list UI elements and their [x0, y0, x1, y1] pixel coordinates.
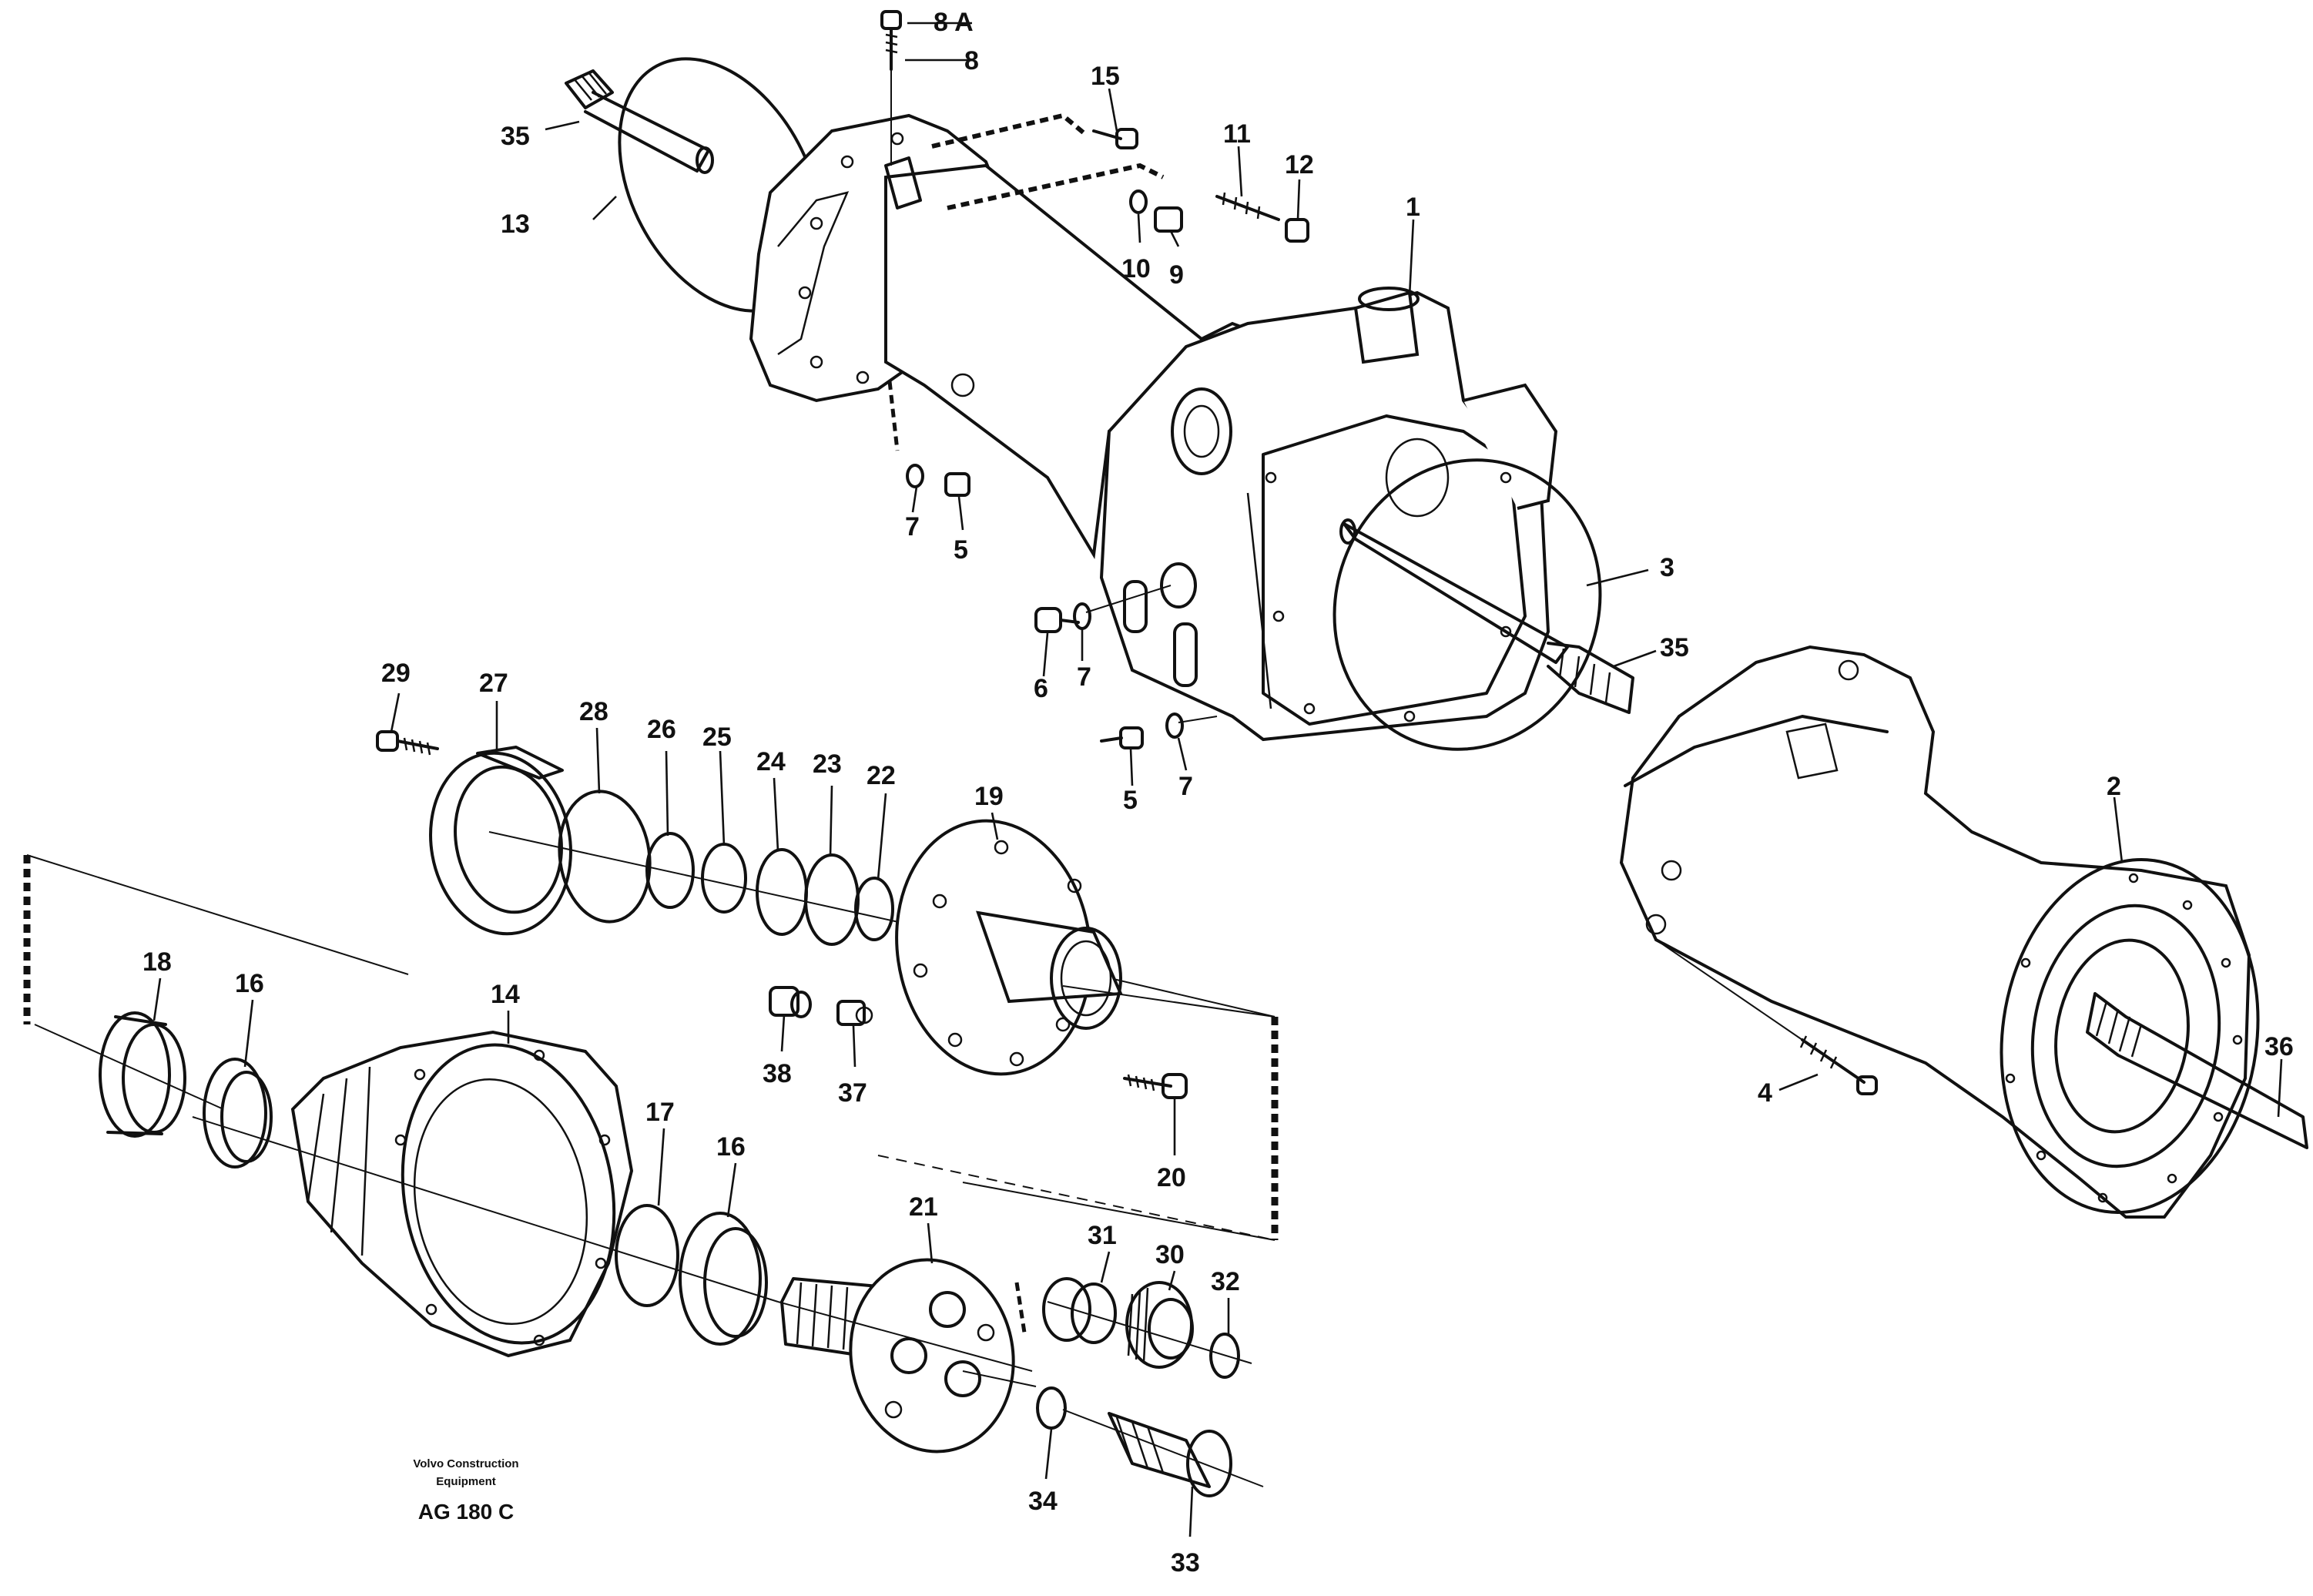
- o-ring-3: [1332, 458, 1602, 751]
- callout-16-left: 16: [235, 969, 264, 998]
- callout-8: 8: [964, 46, 979, 75]
- callout-7-mid: 7: [1077, 662, 1091, 692]
- ring-17: [615, 1204, 679, 1307]
- callout-1: 1: [1406, 193, 1420, 222]
- callout-35-upper: 35: [501, 122, 530, 151]
- axle-housing-assembly: [565, 57, 1558, 742]
- thrust-washer-34: [1036, 1386, 1067, 1430]
- callout-20: 20: [1157, 1163, 1186, 1192]
- callout-24: 24: [756, 747, 786, 776]
- callout-18: 18: [142, 947, 172, 977]
- stud-11: [1215, 192, 1280, 221]
- callout-36: 36: [2264, 1032, 2294, 1061]
- bolt-38: [769, 986, 812, 1018]
- callout-27: 27: [479, 669, 508, 698]
- drive-shaft-upper: [565, 69, 714, 174]
- callout-7-lower: 7: [1178, 772, 1193, 801]
- callout-34: 34: [1028, 1487, 1058, 1516]
- callout-22: 22: [867, 761, 896, 790]
- drive-shaft-middle: [1339, 518, 1634, 714]
- callout-25: 25: [702, 723, 732, 752]
- callout-5-top: 5: [954, 535, 968, 565]
- washer-10: [1129, 189, 1148, 214]
- brand-line-1: Volvo Construction: [413, 1457, 518, 1470]
- hub-flange-19: [895, 819, 1123, 1076]
- callout-7-top: 7: [905, 512, 920, 542]
- callout-14: 14: [491, 980, 520, 1009]
- planetary-carrier-21: [780, 1258, 1015, 1454]
- callout-11: 11: [1223, 119, 1251, 149]
- seal-housing-27: [429, 746, 572, 936]
- snap-ring-26: [645, 832, 695, 909]
- callout-15: 15: [1091, 62, 1120, 91]
- callout-8a: 8 A: [934, 8, 974, 37]
- callout-12: 12: [1285, 150, 1314, 179]
- callout-35-mid: 35: [1660, 633, 1689, 662]
- plug-6: [1034, 607, 1080, 633]
- bolt-15: [1092, 128, 1138, 149]
- breather-8: [880, 10, 902, 166]
- callout-19: 19: [974, 782, 1004, 811]
- callout-28: 28: [579, 697, 608, 726]
- bolt-29: [376, 730, 439, 756]
- drawing-footer: Volvo Construction Equipment AG 180 C: [413, 1457, 518, 1524]
- bearing-16-right: [679, 1212, 768, 1346]
- needle-bearing-31: [1042, 1277, 1117, 1344]
- bolt-5-lower: [1100, 726, 1144, 749]
- callout-33: 33: [1171, 1548, 1200, 1578]
- callout-26: 26: [647, 715, 676, 744]
- callout-10: 10: [1121, 254, 1151, 283]
- circlip-32: [1209, 1333, 1240, 1379]
- callout-38: 38: [763, 1059, 792, 1088]
- axle-housing-right: [1619, 645, 2260, 1219]
- callout-5-lower: 5: [1123, 786, 1138, 815]
- washer-7-lower: [1165, 712, 1184, 739]
- callout-2: 2: [2107, 772, 2121, 801]
- callout-37: 37: [838, 1078, 867, 1108]
- planet-gear-30: [1125, 1281, 1194, 1369]
- bolt-4: [1655, 939, 1878, 1095]
- callout-6: 6: [1034, 674, 1048, 703]
- callout-13: 13: [501, 210, 530, 239]
- leader-lines: [153, 22, 2283, 1537]
- callout-17: 17: [645, 1098, 675, 1127]
- bearing-16-left: [203, 1058, 273, 1168]
- nut-12: [1285, 218, 1309, 243]
- nut-25: [701, 843, 747, 914]
- callout-4: 4: [1758, 1078, 1772, 1108]
- callout-16-right: 16: [716, 1132, 746, 1162]
- bolt-5-top: [944, 472, 970, 497]
- lock-plate-23: [804, 853, 860, 946]
- bolt-20: [1123, 1073, 1188, 1099]
- callout-29: 29: [381, 659, 411, 688]
- drawing-code: AG 180 C: [418, 1500, 515, 1524]
- drive-shaft-right: [2086, 992, 2308, 1149]
- callout-9: 9: [1169, 260, 1184, 290]
- hub-housing-14: [290, 1030, 634, 1358]
- callout-3: 3: [1660, 553, 1674, 582]
- o-ring-28: [558, 790, 652, 924]
- callout-32: 32: [1211, 1267, 1240, 1296]
- sun-gear-33: [1108, 1412, 1232, 1497]
- brand-line-2: Equipment: [436, 1475, 496, 1488]
- washer-7-top: [906, 464, 924, 488]
- callout-labels: 8 A 8 15 11 12 10 9 1 35 13 7 5 3 35 6 7…: [142, 8, 2294, 1578]
- bolt-9: [1154, 206, 1183, 233]
- callout-21: 21: [909, 1192, 938, 1222]
- callout-31: 31: [1088, 1221, 1117, 1250]
- washer-7-mid: [1073, 602, 1091, 630]
- seal-18: [99, 1011, 186, 1138]
- callout-23: 23: [813, 749, 842, 779]
- washer-22: [854, 877, 894, 941]
- nut-37: [836, 1000, 873, 1026]
- callout-30: 30: [1155, 1240, 1185, 1269]
